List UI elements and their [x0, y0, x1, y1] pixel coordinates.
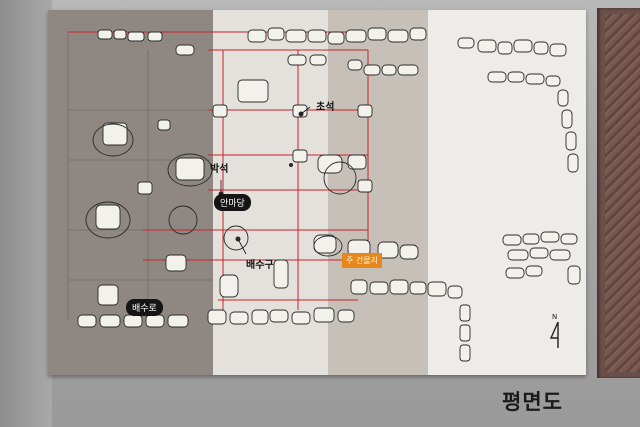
plan-caption: 평면도 [502, 390, 563, 414]
shade-zone-lightest [428, 10, 586, 375]
wall-panel-edge [0, 0, 52, 427]
marker-dots [218, 111, 304, 242]
circular-features [85, 123, 357, 257]
stone-texture [605, 14, 640, 372]
north-arrow-icon [549, 321, 559, 348]
label-anmadang: 안마당 [214, 194, 251, 211]
north-letter: N [552, 313, 558, 321]
label-baesugu: 배수구 [246, 260, 274, 271]
stone-outlines [77, 27, 581, 362]
archaeological-plan-drawing [67, 27, 581, 362]
label-bakseok: 박석 [210, 164, 229, 175]
label-baesuro: 배수로 [126, 299, 163, 316]
adjacent-photo-panel [597, 8, 640, 378]
highlight-tag: 주 건물지 [342, 253, 382, 268]
leader-lines [220, 106, 311, 255]
site-plan-board: 초석 박석 안마당 배수구 배수로 주 건물지 N [48, 10, 586, 375]
label-choseok: 초석 [316, 102, 335, 113]
